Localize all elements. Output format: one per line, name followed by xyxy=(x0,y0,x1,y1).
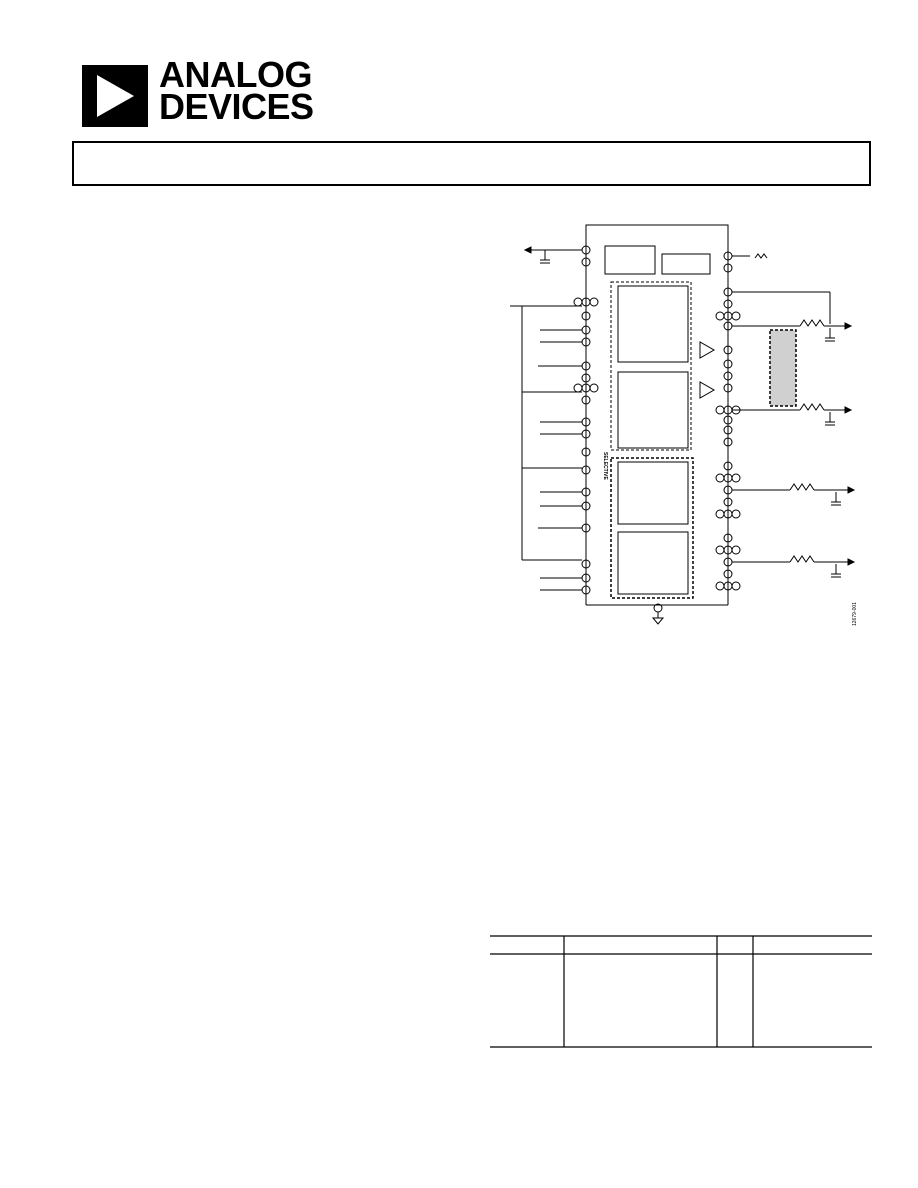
table-svg xyxy=(490,935,872,1048)
block-diagram-svg: SELECTIVE 12679-001 xyxy=(510,224,858,626)
brand-wordmark: ANALOG DEVICES xyxy=(159,54,314,127)
brand-line-1: ANALOG xyxy=(159,54,312,95)
brand-line-2: DEVICES xyxy=(159,86,314,127)
analog-devices-logo: ANALOG DEVICES xyxy=(82,57,322,131)
functional-block-diagram: SELECTIVE 12679-001 xyxy=(500,220,870,640)
selective-label: SELECTIVE xyxy=(602,452,608,480)
title-box xyxy=(72,141,871,186)
figure-id: 12679-001 xyxy=(852,602,858,626)
triangle-logo-icon xyxy=(82,65,148,127)
empty-table xyxy=(490,935,872,1048)
